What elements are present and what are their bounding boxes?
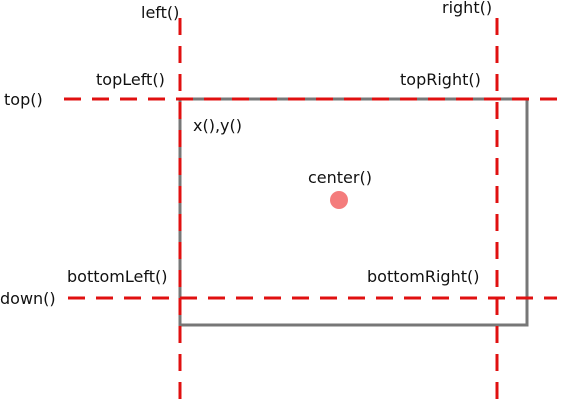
center-dot (330, 191, 348, 209)
top-left-label: topLeft() (96, 70, 165, 89)
center-label: center() (308, 168, 372, 187)
bottom-right-label: bottomRight() (367, 267, 479, 286)
bottom-left-label: bottomLeft() (67, 267, 167, 286)
xy-label: x(),y() (193, 116, 242, 135)
down-label: down() (0, 289, 56, 308)
top-label: top() (4, 90, 43, 109)
top-right-label: topRight() (400, 70, 481, 89)
right-label: right() (442, 0, 492, 17)
left-label: left() (141, 3, 179, 22)
